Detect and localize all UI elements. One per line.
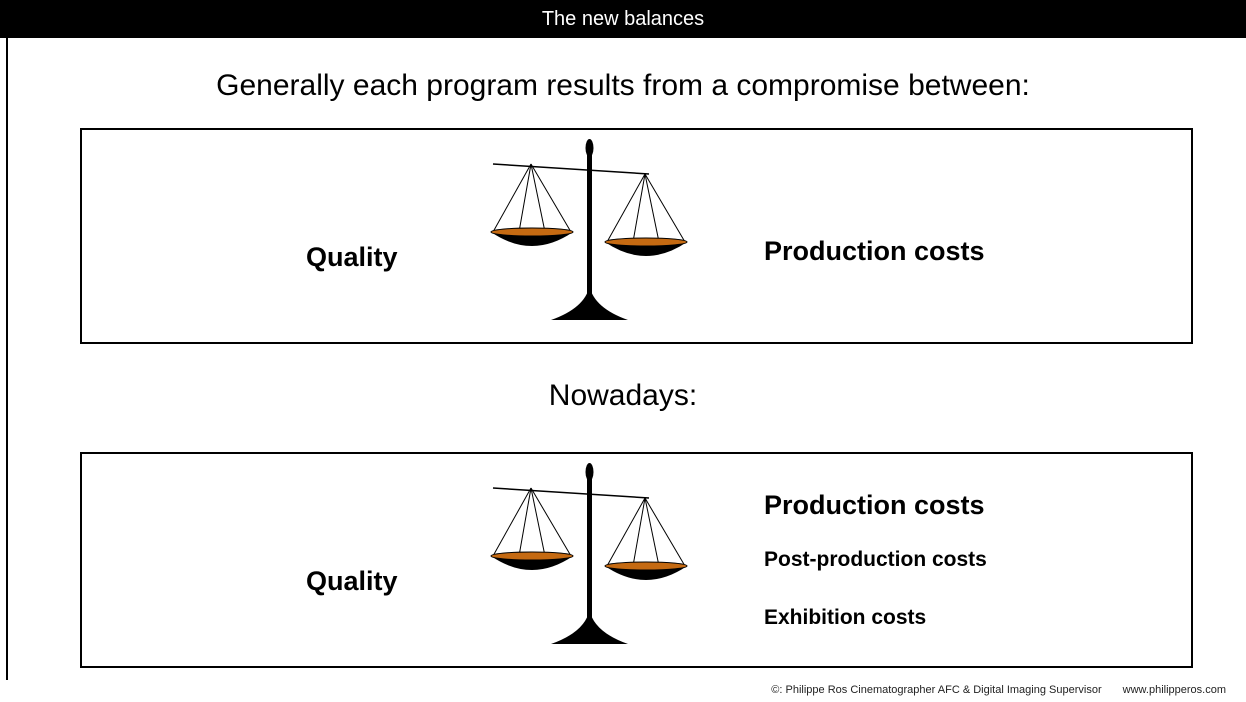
footer-credit: ©: Philippe Ros Cinematographer AFC & Di… <box>771 684 1102 696</box>
quality-label: Quality <box>306 566 398 596</box>
footer-url: www.philipperos.com <box>1122 684 1226 696</box>
balance-scale-icon <box>490 139 688 320</box>
heading-nowadays: Nowadays: <box>548 379 698 412</box>
left-rule <box>6 0 8 680</box>
heading-compromise: Generally each program results from a co… <box>216 69 1030 102</box>
footer: ©: Philippe Ros Cinematographer AFC & Di… <box>771 684 1226 696</box>
post-production-costs-label: Post-production costs <box>764 548 987 571</box>
production-costs-label: Production costs <box>764 236 985 266</box>
slide-title-bar: The new balances <box>0 0 1246 38</box>
exhibition-costs-label: Exhibition costs <box>764 606 927 629</box>
balance-scale-icon <box>490 463 688 644</box>
quality-label: Quality <box>306 242 398 272</box>
production-costs-label: Production costs <box>764 490 985 520</box>
balance-box-2: Quality Production costs Post-production… <box>80 452 1193 668</box>
balance-box-1: Quality Production costs <box>80 128 1193 344</box>
slide-title: The new balances <box>541 8 705 30</box>
